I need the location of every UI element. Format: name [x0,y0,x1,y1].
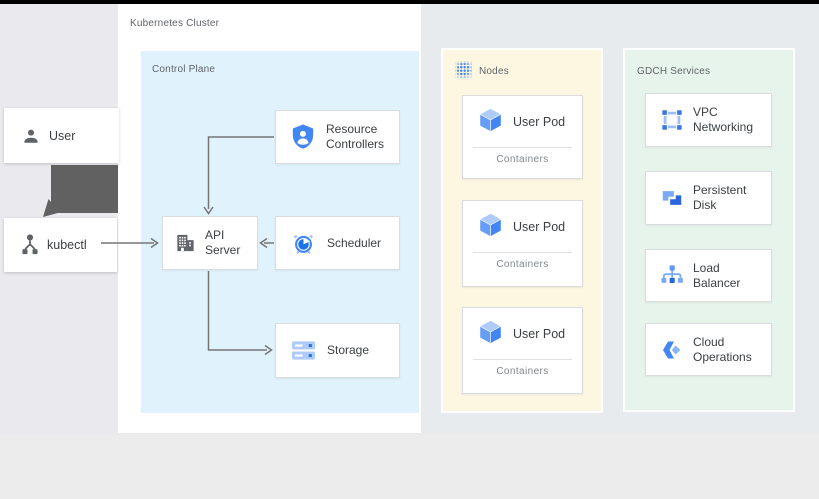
persistent-disk-icon [662,191,682,205]
pod-cube-icon [479,320,502,345]
shield-person-icon [292,124,314,149]
vpc-networking-icon [661,109,683,131]
cloud-operations-icon [663,341,681,358]
control-plane-label: Control Plane [152,64,216,75]
user-to-kubectl-arrow [43,165,118,217]
kubectl-icon [22,234,38,255]
vpc-networking-node: VPC Networking [645,93,772,147]
resource-controllers-node: Resource Controllers [275,110,400,164]
person-icon [24,129,38,143]
kubernetes-cluster-label: Kubernetes Cluster [130,18,220,29]
api-server-label: API Server [205,228,241,257]
storage-label: Storage [327,343,370,357]
alarm-clock-icon [293,234,314,254]
load-balancer-node: Load Balancer [645,249,772,302]
api-server-node: API Server [162,216,258,270]
persistent-disk-label: Persistent Disk [693,183,747,212]
user-pod-label: User Pod [513,220,566,234]
nodes-label: Nodes [479,66,509,77]
scheduler-label: Scheduler [327,235,382,250]
pod-cube-icon [479,108,502,133]
pod-cube-icon [479,213,502,238]
containers-label: Containers [496,154,549,165]
building-icon [177,234,194,252]
load-balancer-label: Load Balancer [693,260,741,290]
containers-label: Containers [496,366,549,377]
pod-divider [473,252,572,253]
cloud-operations-label: Cloud Operations [693,334,752,364]
storage-stack-icon [292,341,315,360]
gdch-services-label: GDCH Services [637,66,711,77]
cloud-operations-node: Cloud Operations [645,323,772,376]
user-pod-node: User Pod Containers [462,200,583,287]
persistent-disk-node: Persistent Disk [645,171,772,225]
storage-node: Storage [275,323,400,378]
kubectl-label: kubectl [47,238,87,252]
top-black-strip [0,0,819,4]
user-label: User [49,128,76,143]
user-node: User [4,108,119,163]
scheduler-node: Scheduler [275,216,400,270]
user-pod-label: User Pod [513,327,566,341]
containers-label: Containers [496,259,549,270]
dot-grid-icon [455,61,472,78]
pod-divider [473,359,572,360]
load-balancer-icon [661,264,683,283]
kubectl-node: kubectl [4,218,117,272]
user-pod-node: User Pod Containers [462,307,583,394]
resource-controllers-label: Resource Controllers [326,122,385,151]
vpc-networking-label: VPC Networking [693,105,754,134]
pod-divider [473,147,572,148]
user-pod-node: User Pod Containers [462,95,583,179]
user-pod-label: User Pod [513,115,566,129]
